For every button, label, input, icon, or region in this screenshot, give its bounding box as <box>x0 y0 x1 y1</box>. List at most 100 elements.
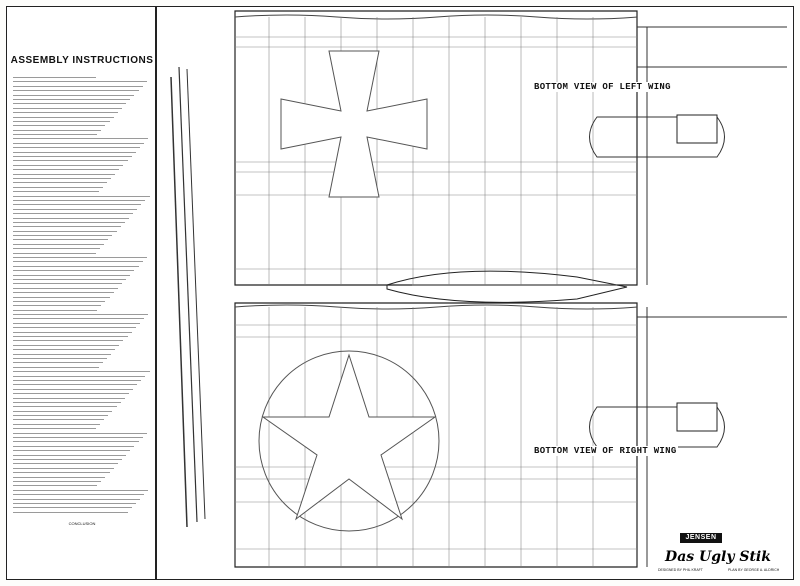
instruction-text-line <box>13 160 128 162</box>
instruction-text-line <box>13 169 120 171</box>
instruction-text-line <box>13 336 128 338</box>
instruction-text-line <box>13 199 146 201</box>
left-wing-label: BOTTOM VIEW OF LEFT WING <box>533 82 672 92</box>
left-wing-planform <box>234 10 725 286</box>
wing-rib-sketch-3 <box>186 68 206 520</box>
instruction-text-line <box>13 125 106 127</box>
instruction-text-line <box>13 186 103 188</box>
instruction-text-line <box>13 296 110 298</box>
instruction-text-line <box>13 191 99 193</box>
instruction-text-line <box>13 384 138 386</box>
instruction-text-line <box>13 98 131 100</box>
instructions-title: ASSEMBLY INSTRUCTIONS <box>10 55 154 66</box>
instruction-text-line <box>13 340 124 342</box>
instruction-text-line <box>13 85 143 87</box>
instruction-text-line <box>13 134 98 136</box>
right-wing-planform <box>234 302 725 568</box>
instructions-panel: ASSEMBLY INSTRUCTIONS CONCLUSION <box>6 6 156 580</box>
star-roundel-insignia <box>258 350 440 532</box>
instruction-text-line <box>13 226 121 228</box>
wing-rib-sketch-1 <box>170 76 188 528</box>
instruction-text-line <box>13 406 117 408</box>
iron-cross-insignia <box>280 50 428 198</box>
instruction-text-line <box>13 375 146 377</box>
instruction-text-line <box>13 410 113 412</box>
instruction-text-line <box>13 261 143 263</box>
instruction-text-line <box>13 415 109 417</box>
instruction-text-line <box>13 230 117 232</box>
instruction-text-line <box>13 292 114 294</box>
fuselage-outline <box>386 270 628 303</box>
instruction-text-line <box>13 366 99 368</box>
instruction-text-line <box>13 494 145 496</box>
instruction-text-line <box>13 467 114 469</box>
instruction-text-line <box>13 388 134 390</box>
right-wing-label: BOTTOM VIEW OF RIGHT WING <box>533 446 678 456</box>
instructions-text-block <box>13 77 151 516</box>
instruction-text-line <box>13 90 139 92</box>
instruction-text-line <box>13 173 116 175</box>
instruction-text-line <box>13 371 150 373</box>
instruction-text-line <box>13 437 143 439</box>
instruction-text-line <box>13 318 145 320</box>
instruction-text-line <box>13 419 105 421</box>
instruction-text-line <box>13 463 118 465</box>
instruction-text-line <box>13 327 136 329</box>
aileron-linkage <box>637 26 787 567</box>
instruction-text-line <box>13 208 138 210</box>
instruction-text-line <box>13 309 98 311</box>
instruction-text-line <box>13 454 127 456</box>
instruction-text-line <box>13 156 132 158</box>
instruction-text-line <box>13 507 132 509</box>
instruction-text-line <box>13 204 142 206</box>
instruction-text-line <box>13 77 96 78</box>
designed-by-credit: DESIGNED BY PHIL KRAFT <box>658 568 703 572</box>
instruction-text-line <box>13 445 135 447</box>
instruction-text-line <box>13 458 123 460</box>
instruction-text-line <box>13 81 147 83</box>
plan-title: Das Ugly Stik <box>665 549 771 565</box>
instruction-text-line <box>13 353 111 355</box>
instruction-text-line <box>13 248 100 250</box>
instruction-text-line <box>13 112 118 114</box>
instruction-text-line <box>13 278 127 280</box>
wing-rib-sketch-2 <box>178 66 198 523</box>
instruction-text-line <box>13 423 100 425</box>
instruction-text-line <box>13 476 106 478</box>
instruction-text-line <box>13 147 140 149</box>
instruction-text-line <box>13 322 140 324</box>
instruction-text-line <box>13 252 96 254</box>
instruction-text-line <box>13 138 149 140</box>
instruction-text-line <box>13 393 129 395</box>
instruction-text-line <box>13 274 131 276</box>
instruction-text-line <box>13 235 113 237</box>
instruction-text-line <box>13 221 125 223</box>
instruction-text-line <box>13 151 136 153</box>
instruction-text-line <box>13 401 121 403</box>
instruction-text-line <box>13 358 107 359</box>
instruction-text-line <box>13 379 142 381</box>
instruction-text-line <box>13 116 114 118</box>
instruction-text-line <box>13 489 149 491</box>
instruction-text-line <box>13 182 107 184</box>
instruction-text-line <box>13 177 111 179</box>
instruction-text-line <box>13 270 135 272</box>
instruction-text-line <box>13 107 123 109</box>
instruction-text-line <box>13 164 124 166</box>
instruction-text-line <box>13 480 102 482</box>
instruction-text-line <box>13 287 118 289</box>
instruction-text-line <box>13 213 134 215</box>
instruction-text-line <box>13 305 102 307</box>
instruction-text-line <box>13 498 140 500</box>
instruction-text-line <box>13 331 132 333</box>
instruction-text-line <box>13 314 149 316</box>
drawn-by-credit: PLAN BY GEORGE A. ALDRICH <box>728 568 780 572</box>
instruction-text-line <box>13 103 127 105</box>
instruction-text-line <box>13 397 125 399</box>
instruction-text-line <box>13 195 150 197</box>
instruction-text-line <box>13 239 109 241</box>
plan-drawing-area <box>156 6 794 580</box>
brand-badge: JENSEN <box>680 533 722 543</box>
instruction-text-line <box>13 349 116 351</box>
instruction-text-line <box>13 283 123 285</box>
